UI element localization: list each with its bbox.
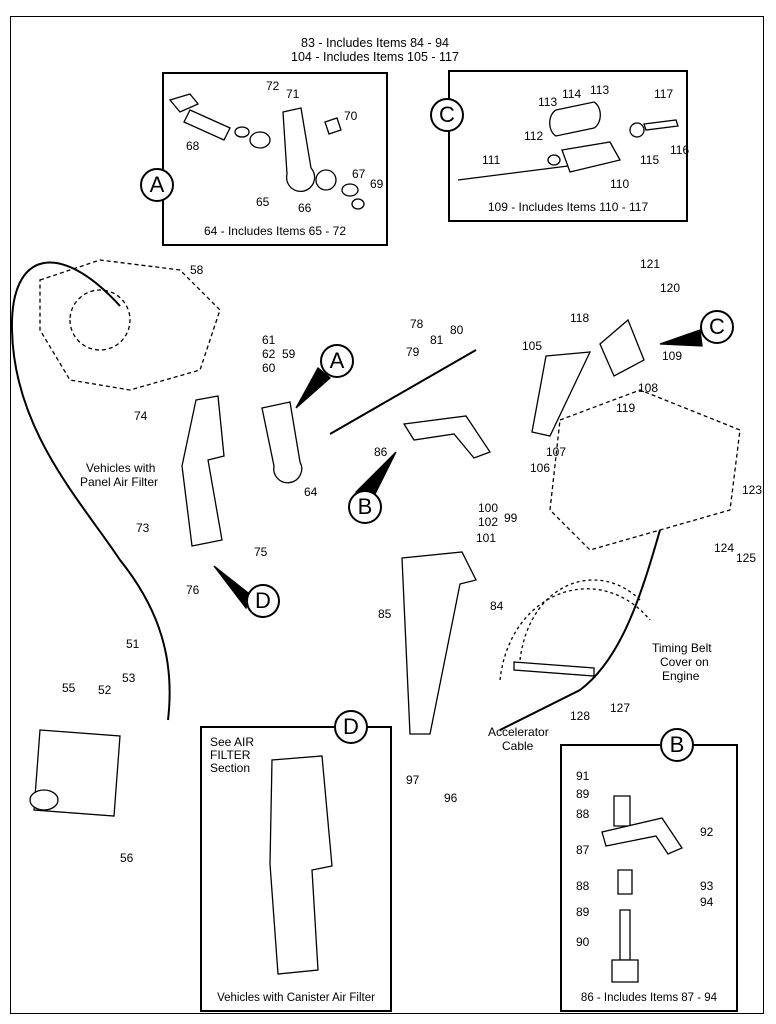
part-label: 120 (660, 281, 681, 295)
part-label: 65 (256, 195, 270, 209)
part-label: 97 (406, 773, 420, 787)
detail-box-c (448, 70, 688, 222)
part-label: 81 (430, 333, 444, 347)
part-label: 62 (262, 347, 276, 361)
part-label: 80 (450, 323, 464, 337)
main-callout-a: A (320, 344, 354, 378)
header-line-1: 83 - Includes Items 84 - 94 (301, 36, 449, 50)
part-label: 72 (266, 79, 280, 93)
part-label: 66 (298, 201, 312, 215)
part-label: 51 (126, 637, 140, 651)
detail-box-d-note-2: FILTER (210, 748, 251, 762)
part-label: 60 (262, 361, 276, 375)
detail-box-d-caption: Vehicles with Canister Air Filter (217, 992, 375, 1004)
part-label: 111 (482, 153, 501, 167)
part-label: 67 (352, 167, 366, 181)
part-label: 59 (282, 347, 296, 361)
detail-box-b-callout: B (660, 728, 694, 762)
part-label: 119 (616, 401, 636, 415)
detail-box-d (200, 726, 392, 1012)
part-label: 76 (186, 583, 200, 597)
detail-box-d-note-1: See AIR (210, 735, 255, 749)
part-label: 88 (576, 807, 590, 821)
part-label: 117 (654, 87, 674, 101)
part-label: 78 (410, 317, 424, 331)
detail-box-b-caption: 86 - Includes Items 87 - 94 (580, 992, 718, 1004)
part-label: 110 (610, 177, 630, 191)
part-label: 73 (136, 521, 150, 535)
part-label: 89 (576, 905, 590, 919)
part-label: 79 (406, 345, 420, 359)
part-label: 64 (304, 485, 318, 499)
detail-box-b (560, 744, 738, 1012)
note-timing-belt-3: Engine (662, 669, 700, 683)
part-label: 102 (478, 515, 499, 529)
part-label: 96 (444, 791, 458, 805)
part-label: 107 (546, 445, 567, 459)
part-label: 75 (254, 545, 268, 559)
part-label: 128 (570, 709, 591, 723)
part-label: 101 (476, 531, 497, 545)
part-label: 118 (570, 311, 590, 325)
part-label: 55 (62, 681, 76, 695)
part-label: 91 (576, 769, 590, 783)
part-label: 69 (370, 177, 384, 191)
part-label: 74 (134, 409, 148, 423)
note-accel-cable-2: Cable (502, 739, 534, 753)
part-label: 108 (638, 381, 659, 395)
detail-box-a (162, 72, 388, 246)
part-label: 123 (742, 483, 763, 497)
part-label: 71 (286, 87, 300, 101)
main-callout-d: D (246, 584, 280, 618)
part-label: 125 (736, 551, 757, 565)
part-label: 116 (670, 143, 690, 157)
diagram-frame (10, 16, 764, 1014)
detail-box-c-callout: C (430, 98, 464, 132)
part-label: 94 (700, 895, 714, 909)
part-label: 99 (504, 511, 518, 525)
part-label: 105 (522, 339, 543, 353)
part-label: 90 (576, 935, 590, 949)
part-label: 52 (98, 683, 112, 697)
part-label: 93 (700, 879, 714, 893)
part-label: 85 (378, 607, 392, 621)
part-label: 115 (640, 153, 660, 167)
part-label: 124 (714, 541, 735, 555)
main-callout-b: B (348, 490, 382, 524)
part-label: 58 (190, 263, 204, 277)
part-label: 114 (562, 87, 582, 101)
part-label: 68 (186, 139, 200, 153)
part-label: 112 (524, 129, 544, 143)
detail-box-c-caption: 109 - Includes Items 110 - 117 (487, 200, 649, 214)
part-label: 86 (374, 445, 388, 459)
part-label: 70 (344, 109, 358, 123)
header-line-2: 104 - Includes Items 105 - 117 (291, 50, 459, 64)
detail-box-a-caption: 64 - Includes Items 65 - 72 (203, 224, 347, 238)
part-label: 106 (530, 461, 551, 475)
part-label: 100 (478, 501, 499, 515)
note-accel-cable-1: Accelerator (488, 725, 549, 739)
part-label: 61 (262, 333, 276, 347)
part-label: 113 (538, 95, 558, 109)
note-panel-filter-2: Panel Air Filter (80, 475, 159, 489)
note-timing-belt-1: Timing Belt (652, 641, 712, 655)
detail-box-d-callout: D (334, 710, 368, 744)
note-panel-filter-1: Vehicles with (86, 461, 156, 475)
part-label: 84 (490, 599, 504, 613)
part-label: 56 (120, 851, 134, 865)
part-label: 89 (576, 787, 590, 801)
main-callout-c: C (700, 310, 734, 344)
part-label: 121 (640, 257, 661, 271)
part-label: 53 (122, 671, 136, 685)
detail-box-d-note-3: Section (210, 761, 251, 775)
part-label: 113 (590, 83, 610, 97)
part-label: 87 (576, 843, 590, 857)
note-timing-belt-2: Cover on (660, 655, 709, 669)
detail-box-a-callout: A (140, 168, 174, 202)
part-label: 109 (662, 349, 683, 363)
part-label: 88 (576, 879, 590, 893)
part-label: 92 (700, 825, 714, 839)
part-label: 127 (610, 701, 631, 715)
